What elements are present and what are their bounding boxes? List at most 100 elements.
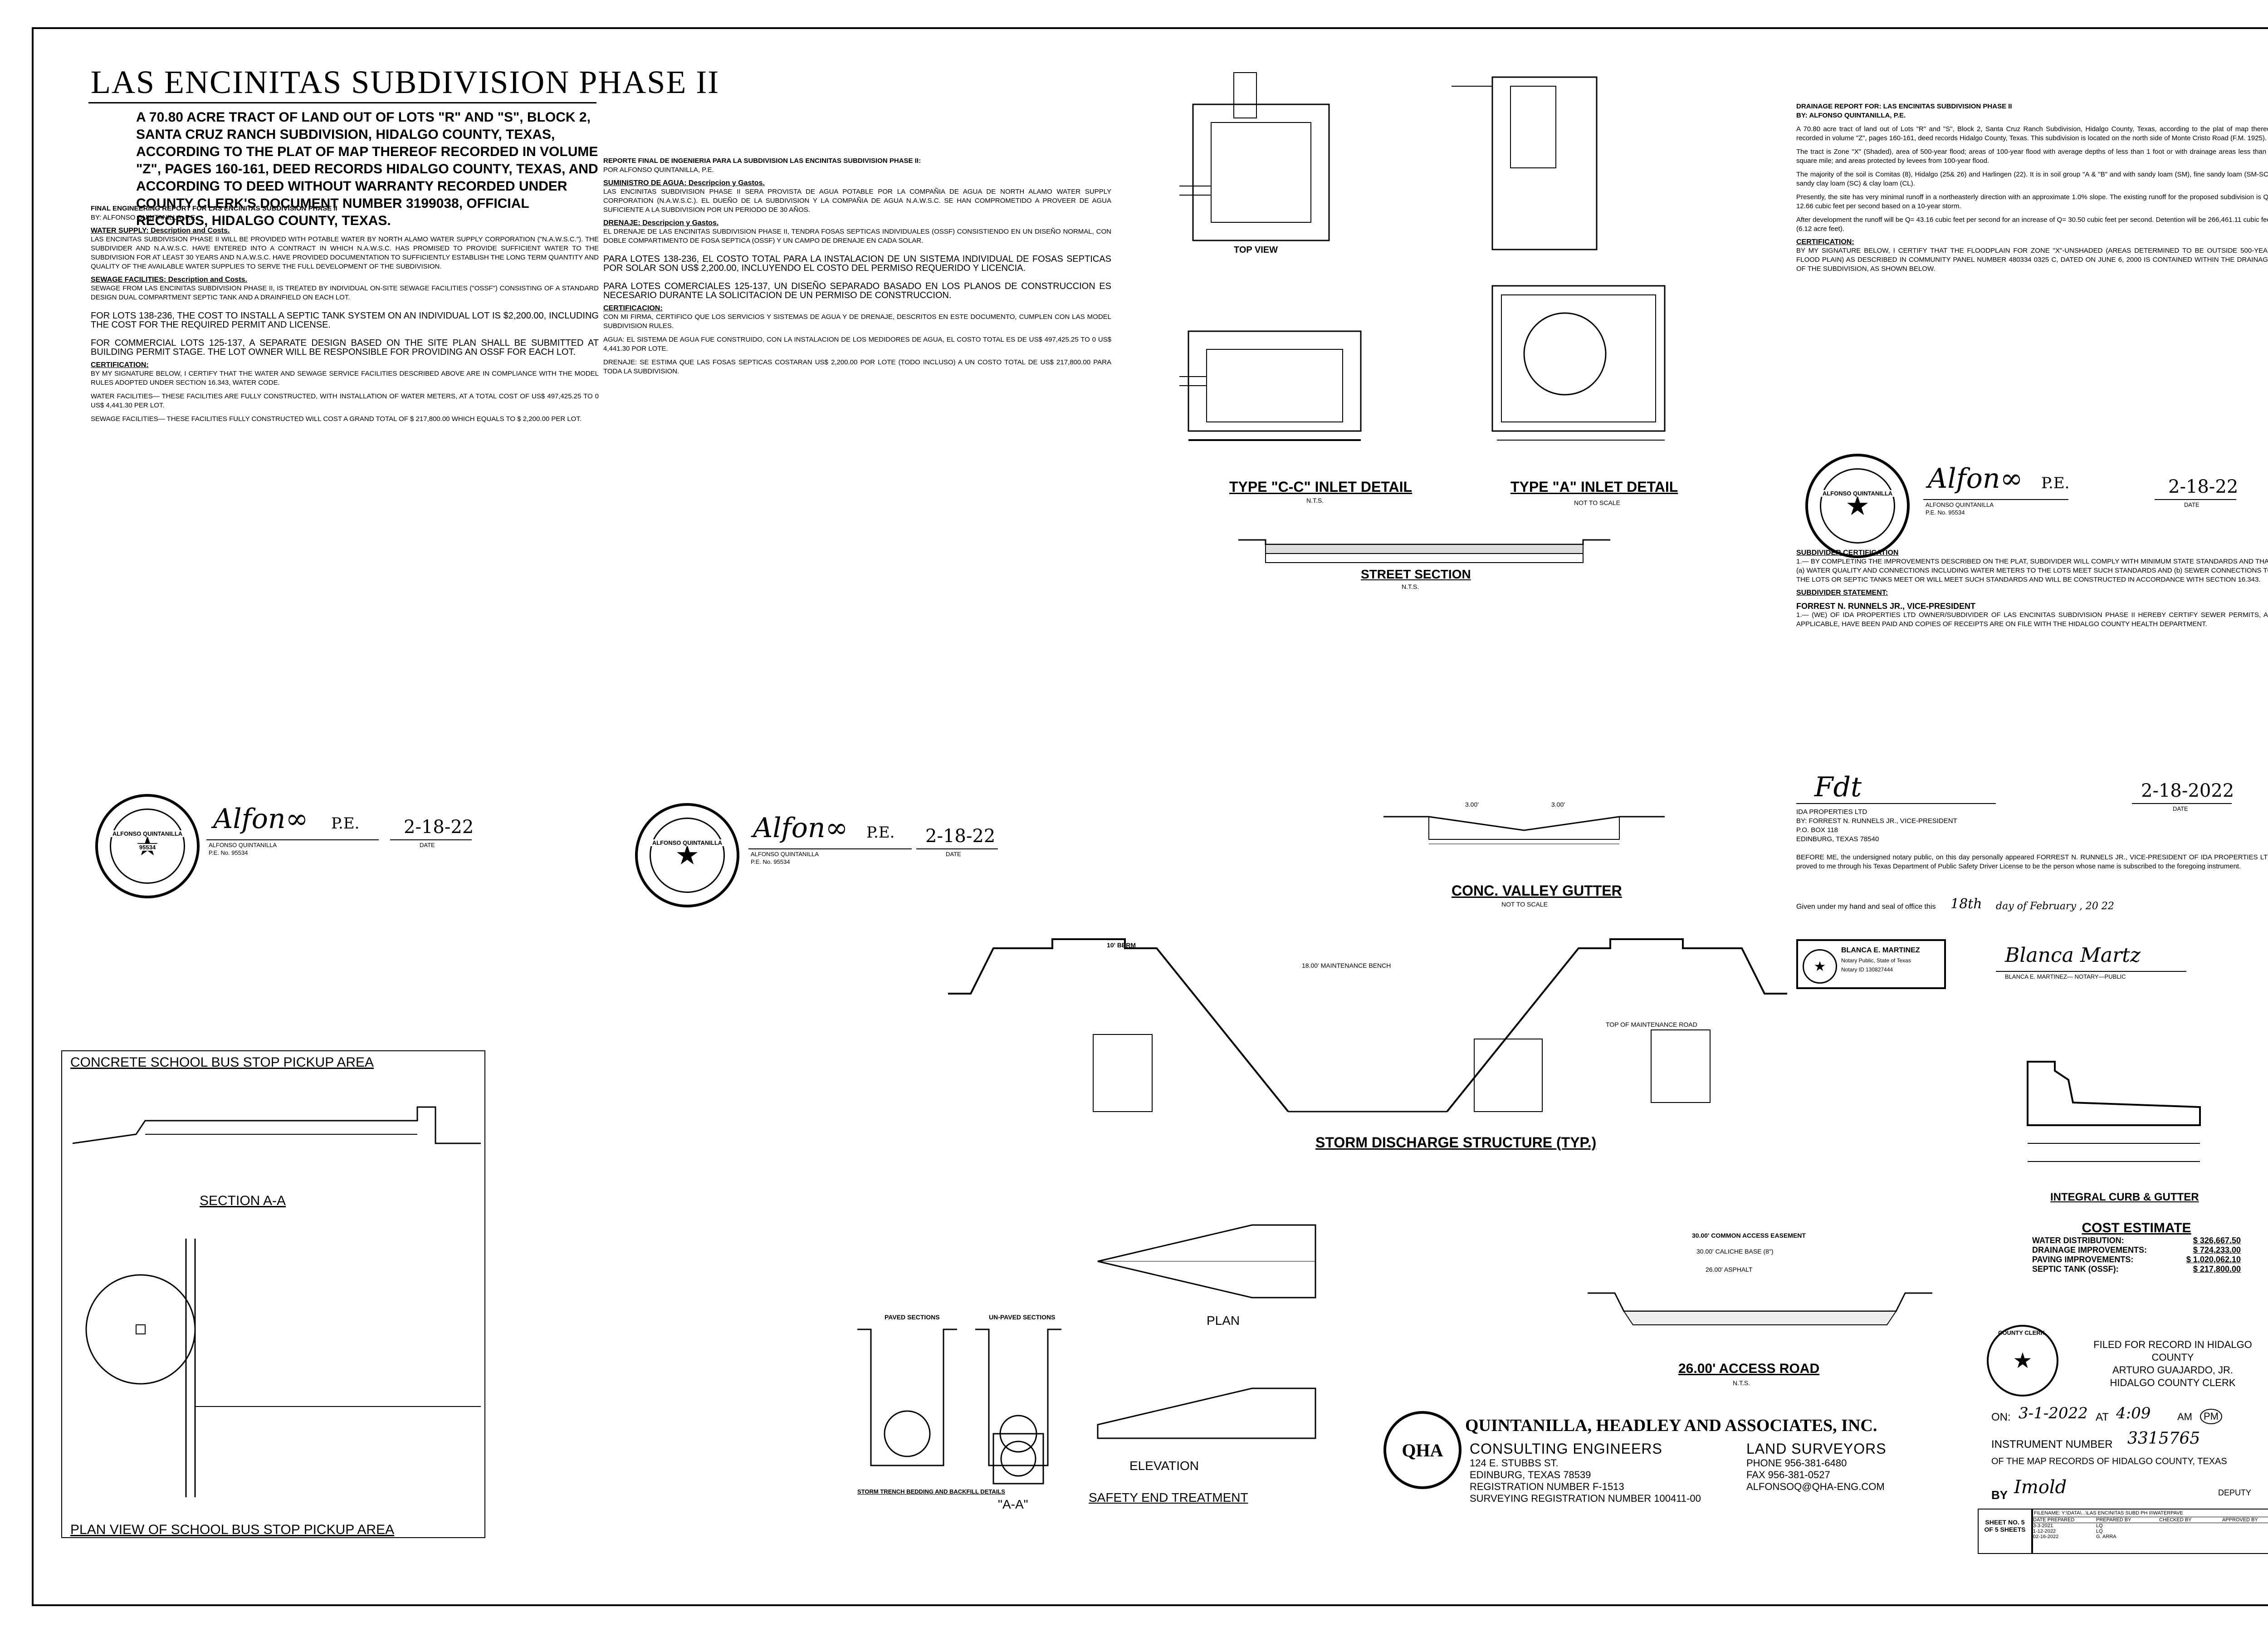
company-name: IDA PROPERTIES LTD: [1796, 808, 1867, 816]
spanish-cert-head: CERTIFICACION:: [603, 304, 663, 312]
engineer-date-2: 2-18-22: [925, 826, 996, 847]
english-water-fac: WATER FACILITIES— THESE FACILITIES ARE F…: [91, 392, 599, 409]
subdivider-cert-text: 1.— BY COMPLETING THE IMPROVEMENTS DESCR…: [1796, 558, 2268, 583]
star-icon: ★: [650, 818, 725, 893]
county-on-label: ON:: [1991, 1411, 2011, 1423]
revision-by: G. ARRA: [2096, 1534, 2116, 1539]
company-city: EDINBURG, TEXAS 78540: [1796, 835, 1879, 843]
notary-text: BEFORE ME, the undersigned notary public…: [1796, 853, 2268, 870]
date-line-3: [2155, 499, 2236, 500]
subdivider-date-label: DATE: [2173, 805, 2188, 812]
notary-stamp-line2: Notary Public, State of Texas: [1841, 957, 1911, 964]
bus-stop-detail: [61, 1050, 485, 1538]
curb-drawing: [2027, 1061, 2201, 1162]
english-report: FINAL ENGINEERING REPORT FOR LAS ENCINIT…: [91, 204, 599, 424]
notary-day: 18th: [1950, 896, 1982, 912]
spanish-by: POR ALFONSO QUINTANILLA, P.E.: [603, 166, 714, 174]
county-am: AM: [2177, 1411, 2192, 1422]
section-aa-caption: SECTION A-A: [200, 1193, 286, 1208]
notary-stamp-name: BLANCA E. MARTINEZ: [1841, 946, 1920, 954]
drainage-p5: After development the runoff will be Q= …: [1796, 216, 2268, 233]
date-label-2: DATE: [946, 851, 961, 858]
notary-given: Given under my hand and seal of office t…: [1796, 903, 1936, 911]
valley-gutter-nts: NOT TO SCALE: [1501, 901, 1548, 908]
drainage-heading: DRAINAGE REPORT FOR: LAS ENCINITAS SUBDI…: [1796, 103, 2012, 110]
english-water-text: LAS ENCINITAS SUBDIVISION PHASE II WILL …: [91, 235, 599, 270]
engineer-name: ALFONSO QUINTANILLA: [209, 842, 277, 848]
drainage-report: DRAINAGE REPORT FOR: LAS ENCINITAS SUBDI…: [1796, 102, 2268, 274]
spanish-sewage-text: EL DRENAJE DE LAS ENCINITAS SUBDIVISION …: [603, 228, 1111, 245]
plan-caption: PLAN: [1207, 1313, 1240, 1328]
star-icon: ★: [1820, 468, 1895, 544]
maint-road-label: TOP OF MAINTENANCE ROAD: [1606, 1021, 1697, 1028]
county-instrument: INSTRUMENT NUMBER: [1991, 1438, 2113, 1451]
engineer-signature-2: Alfon∞: [753, 812, 848, 844]
paved-label: PAVED SECTIONS: [885, 1313, 940, 1321]
notary-signature: Blanca Martz: [2005, 944, 2141, 967]
firm-address2: EDINBURG, TEXAS 78539: [1470, 1469, 1591, 1480]
english-lots-text: FOR LOTS 138-236, THE COST TO INSTALL A …: [91, 311, 599, 330]
caliche-label: 30.00' CALICHE BASE (8"): [1696, 1248, 1774, 1255]
drainage-cert-text: BY MY SIGNATURE BELOW, I CERTIFY THAT TH…: [1796, 247, 2268, 273]
notary-stamp-line3: Notary ID 130827444: [1841, 966, 1893, 973]
subdivider-sig-line: [1796, 803, 1996, 804]
english-cert-head: CERTIFICATION:: [91, 361, 149, 369]
cc-inlet-drawing: [1179, 72, 1362, 441]
seal-name-2: ALFONSO QUINTANILLA: [649, 839, 726, 846]
revision-block: FILENAME: Y:\DATA\...\LAS ENCINITAS SUBD…: [2032, 1509, 2268, 1554]
subdivider-address: IDA PROPERTIES LTD BY: FORREST N. RUNNEL…: [1796, 808, 2068, 844]
prepared-by-header: PREPARED BY: [2096, 1517, 2131, 1523]
firm-email: ALFONSOQ@QHA-ENG.COM: [1746, 1481, 1885, 1492]
english-cert-text: BY MY SIGNATURE BELOW, I CERTIFY THAT TH…: [91, 370, 599, 387]
engineer-pe: P.E. No. 95534: [209, 849, 248, 856]
engineer-sig-pe-3: P.E.: [2041, 474, 2070, 492]
cost-label: PAVING IMPROVEMENTS:: [2032, 1255, 2134, 1264]
notary-stamp: ★ BLANCA E. MARTINEZ Notary Public, Stat…: [1796, 939, 1946, 989]
cost-row: SEPTIC TANK (OSSF):$ 217,800.00: [2032, 1264, 2241, 1274]
subdivider-statement-head: SUBDIVIDER STATEMENT:: [1796, 589, 1888, 597]
bus-plan-drawing: [85, 1239, 481, 1497]
revision-date: 02-16-2022: [2033, 1534, 2059, 1539]
signature-line: [206, 839, 379, 840]
county-seal: ★: [1987, 1325, 2058, 1397]
english-water-head: WATER SUPPLY: Description and Costs.: [91, 227, 230, 235]
county-filed-text: FILED FOR RECORD IN HIDALGO COUNTY: [2093, 1339, 2252, 1363]
english-by: BY: ALFONSO QUINTANILLA, P.E.: [91, 214, 197, 221]
cc-inlet-nts: N.T.S.: [1306, 497, 1324, 504]
valley-gutter-drawing: [1383, 816, 1665, 844]
revision-row: 1-12-2022 LQ: [2033, 1529, 2268, 1534]
sheet-number-box: SHEET NO. 5 OF 5 SHEETS: [1978, 1509, 2032, 1554]
cost-row: PAVING IMPROVEMENTS:$ 1,020,062.10: [2032, 1255, 2241, 1264]
revision-header: DATE PREPARED PREPARED BY CHECKED BY APP…: [2033, 1517, 2268, 1523]
subdivider-statement-text: 1.— (WE) OF IDA PROPERTIES LTD OWNER/SUB…: [1796, 611, 2268, 628]
english-commercial-text: FOR COMMERCIAL LOTS 125-137, A SEPARATE …: [91, 338, 599, 357]
county-deputy: DEPUTY: [2218, 1488, 2252, 1497]
cost-title: COST ESTIMATE: [2082, 1220, 2191, 1235]
spanish-sewage-fac: DRENAJE: SE ESTIMA QUE LAS FOSAS SEPTICA…: [603, 358, 1111, 375]
spanish-water-fac: AGUA: EL SISTEMA DE AGUA FUE CONSTRUIDO,…: [603, 336, 1111, 353]
engineer-seal-3: ★: [1805, 454, 1910, 558]
firm-logo: QHA: [1383, 1411, 1461, 1489]
revision-date: 3-3-2021: [2033, 1523, 2053, 1529]
valley-width-1: 3.00': [1465, 801, 1479, 808]
cost-label: DRAINAGE IMPROVEMENTS:: [2032, 1245, 2147, 1255]
cost-value: $ 724,233.00: [2193, 1245, 2241, 1255]
trench-caption: STORM TRENCH BEDDING AND BACKFILL DETAIL…: [857, 1488, 1005, 1495]
cost-row: WATER DISTRIBUTION:$ 326,667.50: [2032, 1236, 2241, 1245]
star-icon: ★: [2013, 1349, 2033, 1373]
date-label-3: DATE: [2184, 501, 2200, 508]
cost-estimate: COST ESTIMATE WATER DISTRIBUTION:$ 326,6…: [2032, 1220, 2241, 1274]
valley-width-2: 3.00': [1551, 801, 1565, 808]
revision-date: 1-12-2022: [2033, 1529, 2056, 1534]
engineer-sig-pe: P.E.: [331, 814, 360, 833]
subdivider-name-line: FORREST N. RUNNELS JR., VICE-PRESIDENT: [1796, 602, 1976, 611]
signature-line-2: [748, 848, 912, 849]
engineer-pe-3: P.E. No. 95534: [1926, 509, 1965, 516]
subdivider-date: 2-18-2022: [2141, 780, 2234, 801]
drainage-p3: The majority of the soil is Comitas (8),…: [1796, 171, 2268, 187]
spanish-cert-text: CON MI FIRMA, CERTIFICO QUE LOS SERVICIO…: [603, 313, 1111, 330]
storm-discharge-caption: STORM DISCHARGE STRUCTURE (TYP.): [1315, 1134, 1597, 1151]
county-seal-text: COUNTY CLERK: [1998, 1329, 2045, 1336]
english-heading: FINAL ENGINEERING REPORT FOR LAS ENCINIT…: [91, 205, 337, 212]
